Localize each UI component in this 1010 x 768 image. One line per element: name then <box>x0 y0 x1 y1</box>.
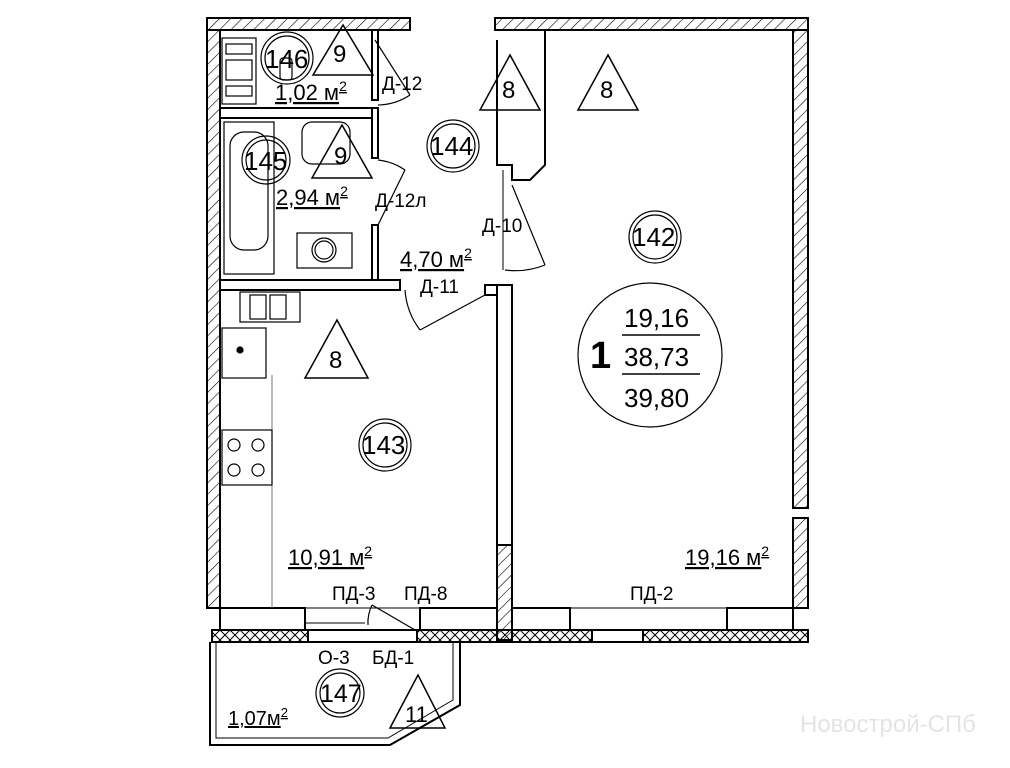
stove-icon <box>221 429 273 486</box>
room-143-area: 10,91 м2 <box>288 543 372 570</box>
door-label: Д-12 <box>382 74 422 95</box>
door-label: Д-10 <box>482 216 522 237</box>
room-147-area: 1,07м2 <box>228 705 288 730</box>
room-142-id: 142 <box>632 222 675 252</box>
door-label: БД-1 <box>372 648 414 669</box>
door-label: ПД-8 <box>404 584 447 605</box>
room-143-marker: 8 <box>329 347 342 374</box>
apartment-total-area-with-balcony: 39,80 <box>624 383 689 413</box>
apartment-total-area: 38,73 <box>624 342 689 372</box>
room-146-id: 146 <box>265 44 308 74</box>
outer-walls <box>206 17 809 643</box>
room-145-marker: 9 <box>334 143 347 170</box>
door-label: Д-12л <box>375 191 426 212</box>
room-142-area: 19,16 м2 <box>685 543 769 570</box>
room-146-marker: 9 <box>333 41 346 68</box>
watermark: Новострой-СПб <box>800 711 976 738</box>
room-144-id: 144 <box>430 131 473 161</box>
room-146-area: 1,02 м2 <box>275 78 347 105</box>
balcony <box>209 642 461 746</box>
room-142-marker: 8 <box>600 77 613 104</box>
door-label: О-3 <box>318 648 350 669</box>
door-label: Д-11 <box>420 277 459 298</box>
kitchen-sink-icon <box>221 327 267 379</box>
level-markers <box>303 23 640 729</box>
apartment-rooms-count: 1 <box>590 335 611 377</box>
room-144-marker: 8 <box>502 77 515 104</box>
fixtures <box>221 37 353 486</box>
door-label: ПД-3 <box>332 584 375 605</box>
room-145-id: 145 <box>244 146 287 176</box>
door-swings <box>367 39 546 631</box>
room-147-id: 147 <box>320 680 362 708</box>
door-label: ПД-2 <box>630 584 673 605</box>
room-147-marker: 11 <box>405 702 428 727</box>
apartment-living-area: 19,16 <box>624 303 689 333</box>
interior-walls <box>219 29 546 608</box>
room-143-id: 143 <box>362 430 405 460</box>
room-145-area: 2,94 м2 <box>276 183 348 210</box>
room-144-area: 4,70 м2 <box>400 245 472 272</box>
